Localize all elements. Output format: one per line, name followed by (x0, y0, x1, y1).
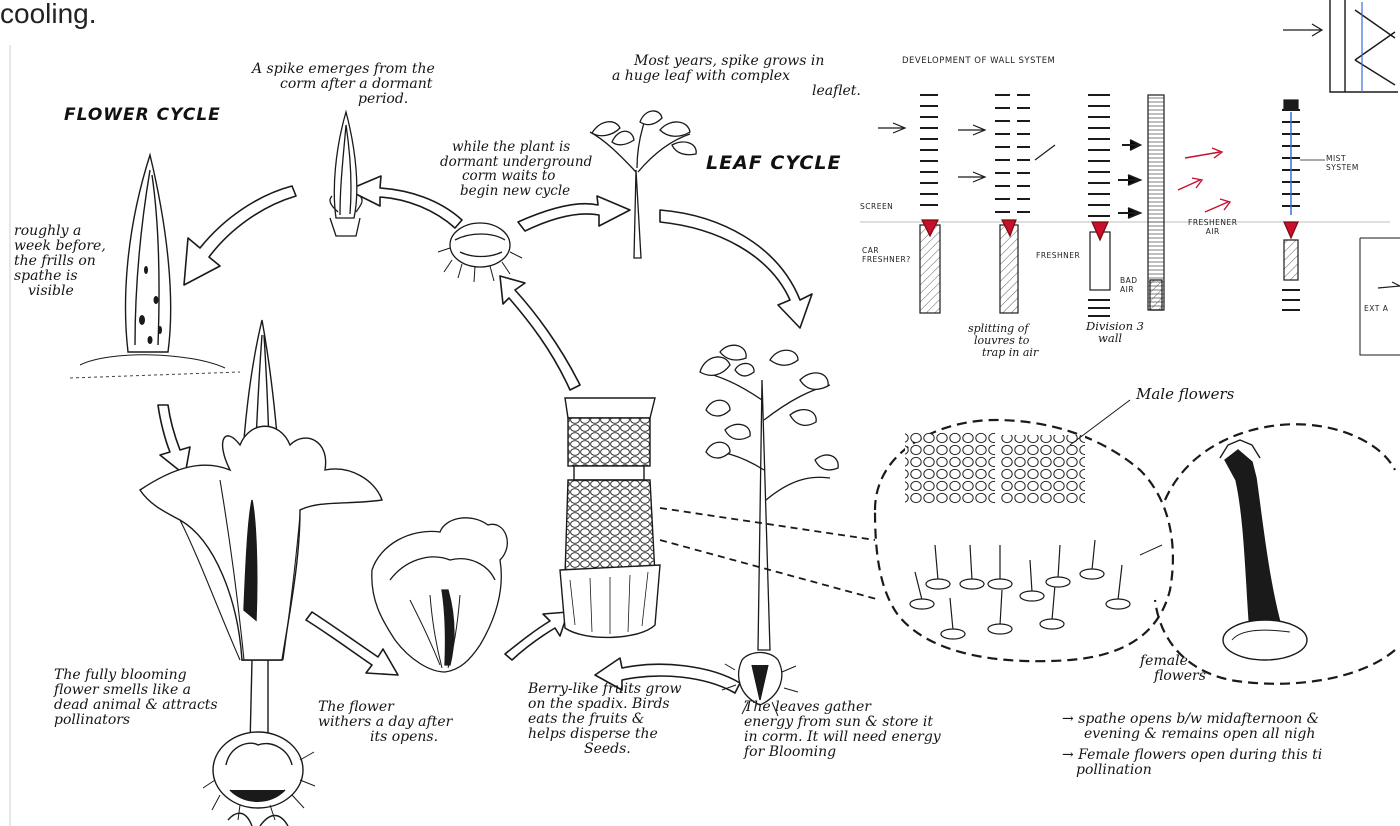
note-line-3: → Female flowers open during this ti (1062, 748, 1322, 763)
bloom-note-line-1: The fully blooming (54, 668, 218, 683)
splitting-note-line-2: louvres to (968, 335, 1038, 347)
berry-note-line-3: eats the fruits & (528, 712, 681, 727)
spike-note-line-2: corm after a dormant (252, 77, 435, 92)
freshener-air-label-line-1: FRESHENER (1188, 218, 1237, 227)
bloom-note-line-3: dead animal & attracts (54, 698, 218, 713)
dormant-note-line-4: begin new cycle (440, 184, 592, 199)
corm-top-drawing (438, 223, 522, 282)
bloom-note-line-4: pollinators (54, 713, 218, 728)
week-note-line-1: roughly a (14, 224, 106, 239)
week-note-line-4: spathe is (14, 269, 106, 284)
mist-system-label-line-2: SYSTEM (1326, 163, 1359, 172)
wall-system-title: DEVELOPMENT OF WALL SYSTEM (902, 56, 1055, 66)
leaf-sprout-drawing (590, 111, 696, 258)
screen-label: SCREEN (860, 202, 893, 211)
week-note: roughly a week before, the frills on spa… (14, 224, 106, 300)
spike-note-line-3: period. (252, 92, 435, 107)
bad-air-label: BAD AIR (1120, 276, 1138, 294)
arrow-spadix-to-corm (500, 276, 580, 390)
bloom-note-line-2: flower smells like a (54, 683, 218, 698)
berry-note-line-5: Seeds. (528, 742, 681, 757)
mist-system-label: MIST SYSTEM (1326, 154, 1359, 172)
bad-air-label-line-1: BAD (1120, 276, 1138, 285)
male-flowers-label: Male flowers (1136, 386, 1234, 402)
bloom-note: The fully blooming flower smells like a … (54, 668, 218, 728)
mist-system-label-line-1: MIST (1326, 154, 1359, 163)
freshener-air-label-line-2: AIR (1188, 227, 1237, 236)
wither-note-line-3: its opens. (318, 730, 452, 745)
spike-note-line-1: A spike emerges from the (252, 62, 435, 77)
ext-label: EXT A (1364, 304, 1388, 313)
dormant-note: while the plant is dormant underground c… (440, 140, 592, 198)
splitting-note: splitting of louvres to trap in air (968, 323, 1038, 359)
wither-note: The flower withers a day after its opens… (318, 700, 452, 745)
flower-cycle-title: FLOWER CYCLE (64, 105, 221, 125)
dormant-note-line-1: while the plant is (440, 140, 592, 155)
berry-note-line-2: on the spadix. Birds (528, 697, 681, 712)
berry-note-line-4: helps disperse the (528, 727, 681, 742)
division-note: Division 3 wall (1086, 320, 1144, 345)
berry-note: Berry-like fruits grow on the spadix. Bi… (528, 682, 681, 758)
leaf-cycle-title: LEAF CYCLE (706, 152, 841, 174)
note-line-4: pollination (1062, 763, 1322, 778)
arrow-spike-to-bud (184, 186, 296, 285)
energy-note-line-1: The leaves gather (744, 700, 941, 715)
dormant-note-line-2: dormant underground (440, 155, 592, 170)
bloom-drawing (140, 320, 382, 826)
spike-drawing (330, 112, 362, 236)
week-note-line-5: visible (14, 284, 106, 299)
bottom-notes: → spathe opens b/w midafternoon & evenin… (1062, 712, 1322, 778)
energy-note-line-2: energy from sun & store it (744, 715, 941, 730)
spike-note: A spike emerges from the corm after a do… (252, 62, 435, 107)
arrow-leaf-to-plant (660, 210, 812, 328)
arrow-wither-to-spadix (505, 612, 568, 660)
car-freshner-label-line-2: FRESHNER? (862, 255, 911, 264)
note-line-2: evening & remains open all nigh (1062, 727, 1322, 742)
car-freshner-label-line-1: CAR (862, 246, 911, 255)
division-note-line-2: wall (1086, 332, 1144, 344)
leaf-note: Most years, spike grows in a huge leaf w… (612, 54, 861, 99)
female-flowers-label-line-2: flowers (1140, 669, 1206, 684)
week-note-line-2: week before, (14, 239, 106, 254)
spadix-drawing (560, 398, 660, 637)
dormant-note-line-3: corm waits to (440, 169, 592, 184)
energy-note-line-4: for Blooming (744, 745, 941, 760)
leaf-note-line-3: leaflet. (612, 84, 861, 99)
bad-air-label-line-2: AIR (1120, 285, 1138, 294)
energy-note-line-3: in corm. It will need energy (744, 730, 941, 745)
splitting-note-line-3: trap in air (968, 347, 1038, 359)
freshener-air-label: FRESHENER AIR (1188, 218, 1237, 236)
wall-system-drawing (860, 0, 1400, 355)
wither-note-line-2: withers a day after (318, 715, 452, 730)
arrow-corm-to-leaf (518, 196, 630, 231)
wither-note-line-1: The flower (318, 700, 452, 715)
leaf-note-line-1: Most years, spike grows in (612, 54, 861, 69)
freshner-label: FRESHNER (1036, 251, 1080, 260)
withered-flower-drawing (372, 518, 508, 672)
female-flowers-label: female flowers (1140, 654, 1206, 684)
energy-note: The leaves gather energy from sun & stor… (744, 700, 941, 760)
note-line-1: → spathe opens b/w midafternoon & (1062, 712, 1322, 727)
car-freshner-label: CAR FRESHNER? (862, 246, 911, 264)
arrow-bud-to-bloom (158, 405, 190, 475)
female-flowers-label-line-1: female (1140, 654, 1206, 669)
leaf-note-line-2: a huge leaf with complex (612, 69, 861, 84)
berry-note-line-1: Berry-like fruits grow (528, 682, 681, 697)
week-note-line-3: the frills on (14, 254, 106, 269)
